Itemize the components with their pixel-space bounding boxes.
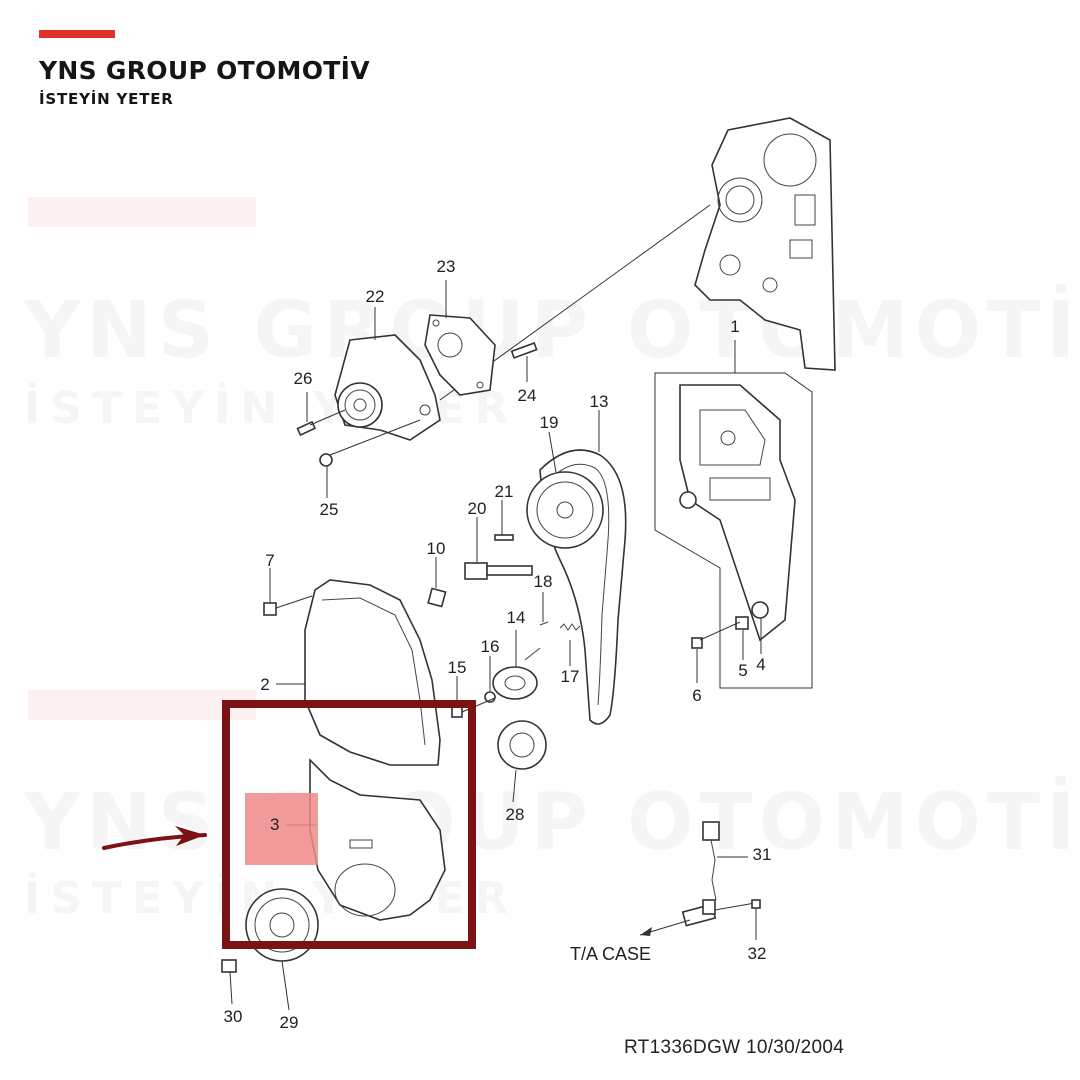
brand-subtitle: İSTEYİN YETER [39,90,174,108]
dowel-pin [494,534,514,541]
pulley-bolt [221,959,237,973]
callout-2: 2 [260,675,269,694]
water-pump [334,334,441,441]
callout-5: 5 [738,661,747,680]
stud-bolt [510,342,538,359]
crank-position-sensor [681,821,761,927]
spring-pin [539,621,549,626]
case-arrow-head [640,927,652,936]
leader-line [699,621,741,641]
callout-3: 3 [270,815,280,834]
callout-17: 17 [561,667,580,686]
cover-spacer [735,616,749,630]
callout-18: 18 [534,572,553,591]
callout-10: 10 [427,539,446,558]
callout-31: 31 [753,845,772,864]
camshaft-sprocket [526,471,604,549]
watermark-bar [28,197,256,227]
brand-title: YNS GROUP OTOMOTİV [39,56,370,85]
callout-7: 7 [265,551,274,570]
callout-25: 25 [320,500,339,519]
crankshaft-sprocket [497,720,547,770]
lower-timing-cover [309,758,446,921]
callout-22: 22 [366,287,385,306]
case-label: T/A CASE [570,944,651,964]
leader-line [329,419,421,456]
tensioner-spring [559,623,581,631]
water-pump-gasket [424,314,496,396]
cover-bolt [691,637,703,649]
cover-bolt [263,595,313,616]
callout-32: 32 [748,944,767,963]
callout-13: 13 [590,392,609,411]
watermark-bar [28,690,256,720]
belt-tensioner [492,647,541,700]
callout-30: 30 [224,1007,243,1026]
callout-29: 29 [280,1013,299,1032]
callout-21: 21 [495,482,514,501]
callout-28: 28 [506,805,525,824]
callout-23: 23 [437,257,456,276]
callout-14: 14 [507,608,526,627]
callout-24: 24 [518,386,537,405]
rear-timing-cover [679,384,796,642]
highlight-tag [245,793,318,865]
callout-4: 4 [756,655,765,674]
callout-1: 1 [730,317,739,336]
leader-line [461,697,496,713]
cover-grommet [751,601,769,619]
highlight-frame [222,700,476,949]
pump-bolt [296,409,346,437]
drawing-code: RT1336DGW 10/30/2004 [624,1037,845,1058]
brand-accent-bar [39,30,115,38]
callout-15: 15 [448,658,467,677]
callout-16: 16 [481,637,500,656]
arrow-icon [102,826,207,850]
engine-block [694,117,836,371]
callout-20: 20 [468,499,487,518]
part-group-frame [654,372,813,689]
pump-nut [319,453,333,467]
callout-26: 26 [294,369,313,388]
callout-19: 19 [540,413,559,432]
callout-6: 6 [692,686,701,705]
guide-pin [427,587,447,608]
camshaft-bolt [464,562,533,580]
callout-leaders [229,280,762,1011]
